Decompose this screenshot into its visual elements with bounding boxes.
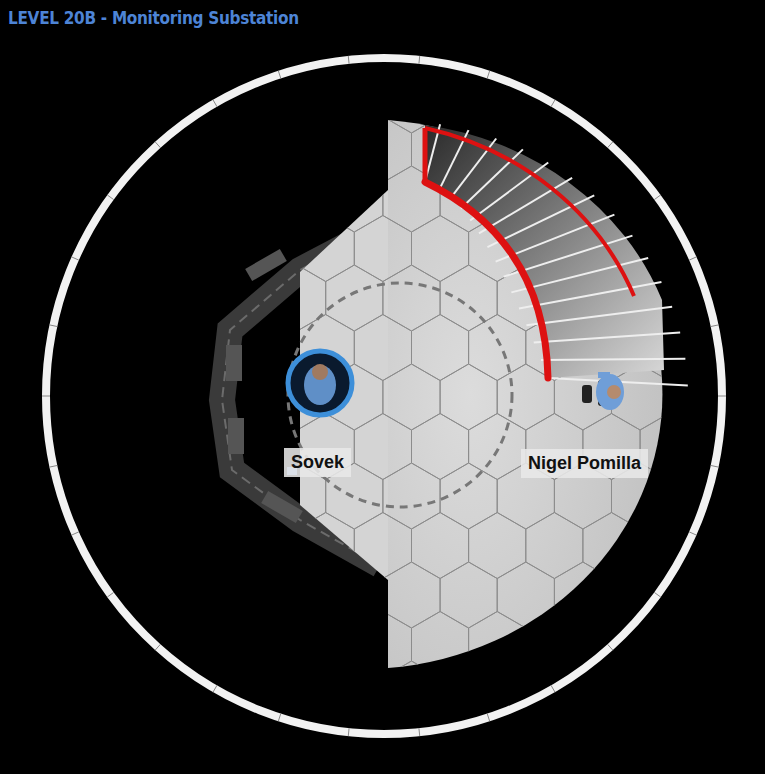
token-name: Nigel Pomilla xyxy=(528,453,641,473)
ring-tick xyxy=(107,195,113,200)
ring-tick xyxy=(551,685,555,692)
ring-tick xyxy=(155,142,160,148)
ring-tick xyxy=(487,71,489,79)
ring-tick xyxy=(711,325,719,327)
name-tag: Sovek xyxy=(284,448,351,477)
stair-step xyxy=(461,149,523,208)
map-title: LEVEL 20B - Monitoring Substation xyxy=(8,8,299,28)
stair-step xyxy=(534,332,680,342)
ring-tick xyxy=(278,714,280,722)
ring-tick xyxy=(278,71,280,79)
stair-step xyxy=(541,359,685,360)
stair-step xyxy=(451,139,496,198)
ring-tick xyxy=(418,728,420,736)
stair-step xyxy=(479,178,572,234)
token-name: Sovek xyxy=(291,452,344,472)
ring-tick xyxy=(607,644,612,650)
nigel-token xyxy=(582,372,624,410)
name-tag: Nigel Pomilla xyxy=(521,449,648,478)
ring-tick xyxy=(107,592,113,597)
ring-tick xyxy=(711,465,719,467)
ring-tick xyxy=(213,685,217,692)
sovek-token xyxy=(288,351,352,415)
ring-tick xyxy=(49,465,57,467)
ring-tick xyxy=(348,728,350,736)
ring-tick xyxy=(689,257,696,260)
ring-tick xyxy=(49,325,57,327)
hex-grid xyxy=(154,18,765,774)
ring-tick xyxy=(607,142,612,148)
ring-tick xyxy=(72,532,79,535)
ring-tick xyxy=(718,396,726,397)
ring-ticks xyxy=(42,56,726,736)
ring-tick xyxy=(654,195,660,200)
ring-tick xyxy=(689,532,696,535)
outer-ring xyxy=(46,58,722,734)
ring-tick xyxy=(348,56,350,64)
ring-tick xyxy=(551,100,555,107)
ring-tick xyxy=(72,257,79,260)
stair-step xyxy=(470,163,548,221)
stair-step xyxy=(526,307,672,325)
staircase xyxy=(425,124,688,385)
ring-tick xyxy=(42,396,50,397)
ring-tick xyxy=(418,56,420,64)
stair-step xyxy=(519,282,661,309)
ring-tick xyxy=(487,714,489,722)
ring-tick xyxy=(213,100,217,107)
ring-tick xyxy=(155,644,160,650)
ring-tick xyxy=(654,592,660,597)
